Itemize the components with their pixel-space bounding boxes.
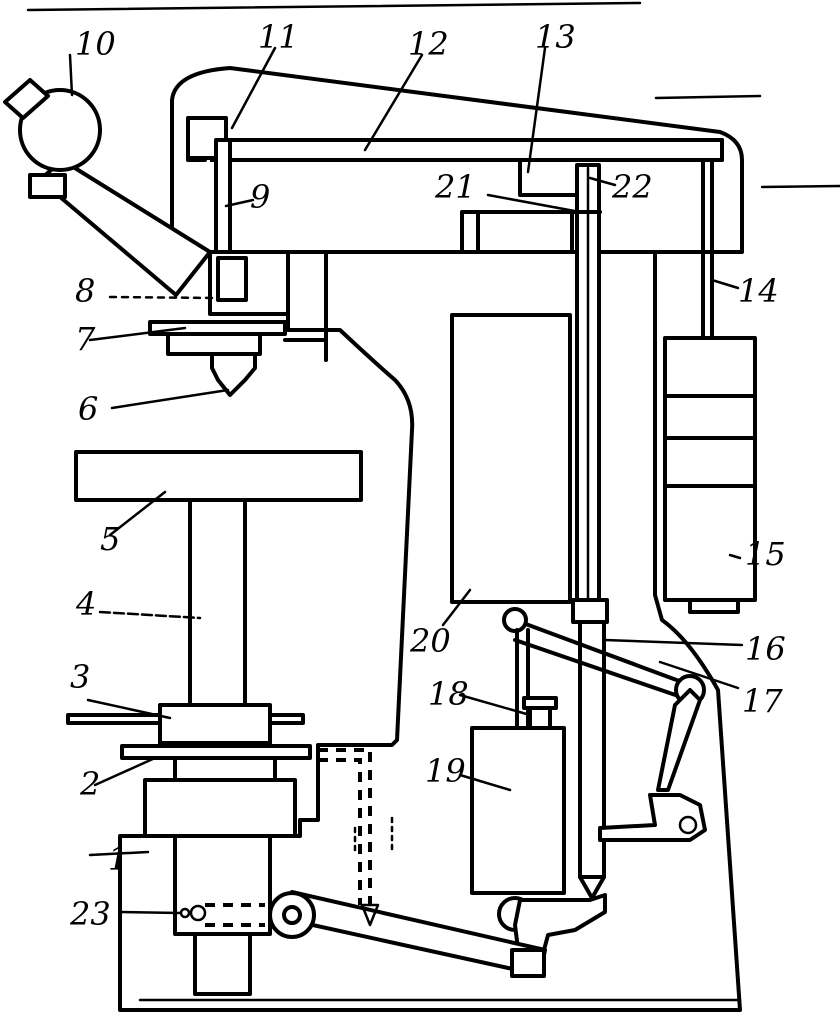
label-13: 13 [535, 18, 576, 56]
scan-artifacts [26, 1, 840, 189]
label-19: 19 [425, 752, 466, 790]
column [188, 498, 247, 707]
label-1: 1 [108, 840, 128, 878]
rod-collar [571, 598, 609, 624]
dashpot-box [450, 313, 572, 604]
bracket [460, 210, 574, 254]
label-14: 14 [738, 272, 779, 310]
indenter-rod [214, 138, 232, 254]
label-12: 12 [408, 25, 449, 63]
label-20: 20 [409, 622, 451, 660]
label-15: 15 [745, 535, 786, 573]
label-6: 6 [78, 390, 98, 428]
screw-housing [143, 778, 297, 838]
lifting-screw [173, 834, 272, 936]
label-8: 8 [75, 272, 95, 310]
part-labels: 1 2 3 4 5 6 7 8 9 10 11 12 13 14 15 16 1… [69, 18, 786, 933]
screw-stop [189, 904, 207, 922]
plunger [216, 256, 248, 302]
label-18: 18 [428, 675, 469, 713]
label-3: 3 [70, 658, 90, 696]
top-housing [170, 66, 744, 254]
indenter [210, 352, 257, 397]
handwheel-plate [120, 744, 312, 760]
label-21: 21 [434, 168, 476, 206]
label-2: 2 [79, 765, 100, 803]
link-bar [513, 618, 692, 687]
table [74, 450, 363, 502]
dial-gauge [18, 88, 102, 172]
label-4: 4 [75, 585, 96, 623]
handwheel-hub [158, 703, 272, 745]
label-9: 9 [250, 178, 270, 216]
label-11: 11 [258, 18, 299, 56]
label-16: 16 [745, 630, 786, 668]
label-17: 17 [742, 682, 783, 720]
hidden-lines [318, 748, 394, 927]
label-10: 10 [75, 25, 116, 63]
leader-lines [68, 46, 744, 915]
label-22: 22 [611, 168, 653, 206]
cam-lever [656, 688, 702, 792]
label-23: 23 [69, 895, 111, 933]
weights-stack [663, 336, 757, 614]
label-5: 5 [100, 520, 120, 558]
machine-frame [118, 250, 742, 1012]
lever-hook [518, 158, 577, 197]
lever-beam [224, 138, 724, 162]
oil-box [470, 726, 566, 895]
label-7: 7 [75, 320, 96, 358]
